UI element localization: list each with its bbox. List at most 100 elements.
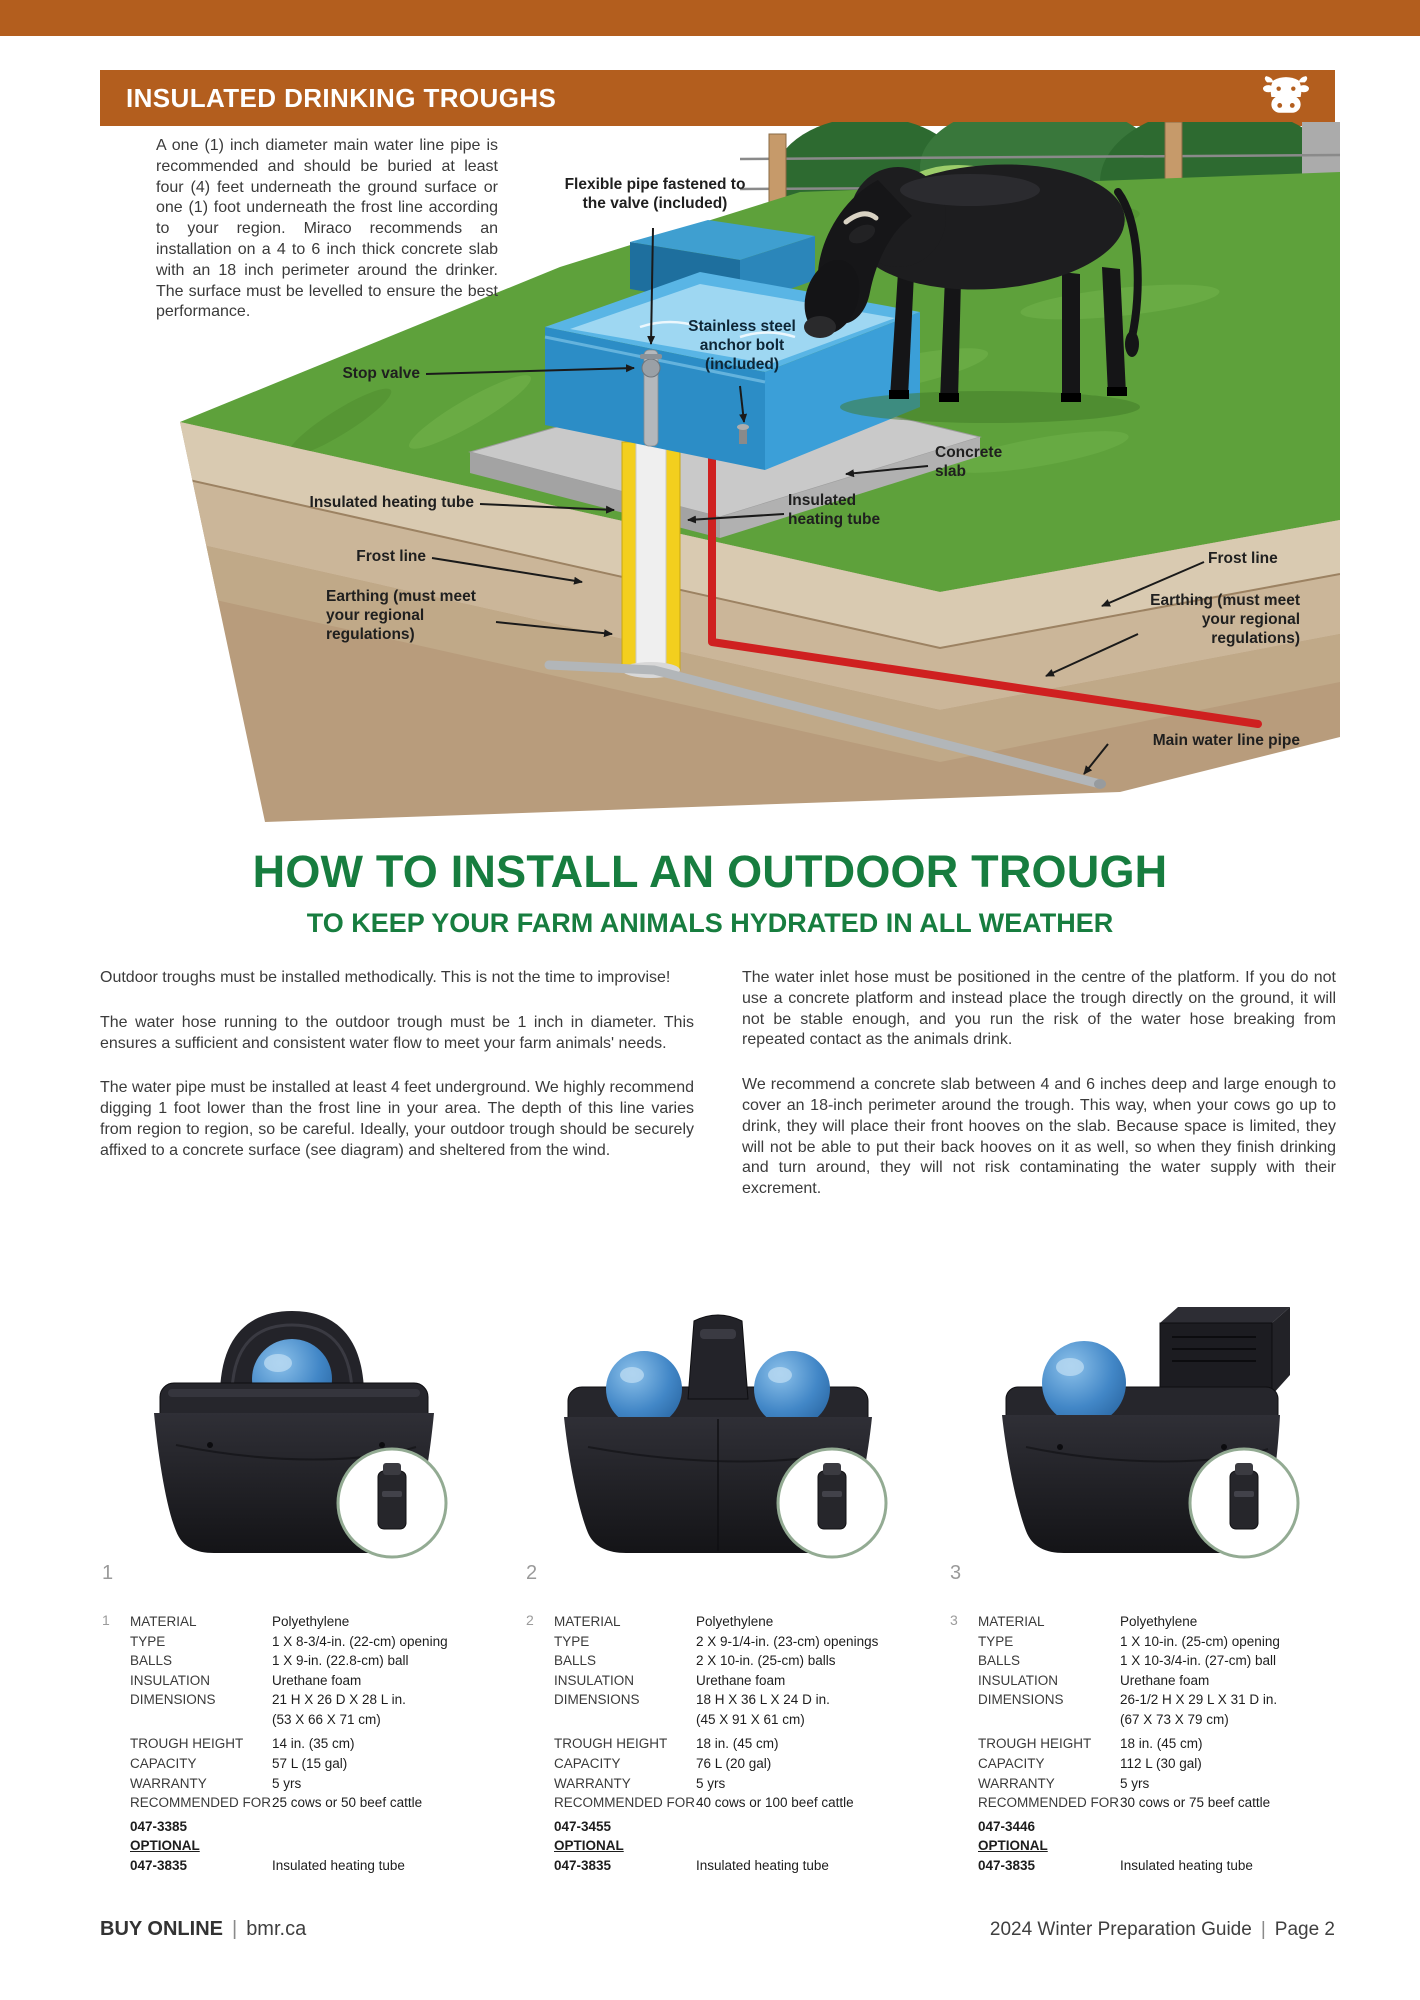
label-heating-tube-left: Insulated heating tube — [309, 494, 474, 511]
paragraph: We recommend a concrete slab between 4 a… — [742, 1076, 1336, 1198]
spec-label: CAPACITY — [130, 1755, 197, 1771]
label-earthing-left: Earthing (must meet your regional regula… — [326, 588, 476, 643]
main-water-line-pipe — [544, 660, 1106, 789]
spec-value: 21 H X 26 D X 28 L in. (53 X 66 X 71 cm) — [272, 1692, 406, 1727]
label-flexible-pipe: Flexible pipe fastened to the valve (inc… — [564, 176, 746, 212]
optional-sku-row: 047-3835 Insulated heating tube — [554, 1856, 911, 1876]
label-stop-valve: Stop valve — [342, 365, 420, 382]
optional-row: OPTIONAL — [554, 1836, 911, 1856]
footer-separator: | — [231, 1918, 238, 1940]
sku-row: 047-3385 — [130, 1817, 487, 1837]
spec-value: 2 X 10-in. (25-cm) balls — [696, 1653, 836, 1669]
table-number: 3 — [950, 1612, 958, 1628]
heating-tube-inset — [336, 1447, 447, 1559]
spec-label: CAPACITY — [554, 1755, 621, 1771]
spec-label: BALLS — [978, 1653, 1021, 1669]
spec-value: 1 X 8-3/4-in. (22-cm) opening — [272, 1633, 448, 1649]
spec-row: CAPACITY 76 L (20 gal) — [554, 1754, 911, 1774]
spec-value: Polyethylene — [1120, 1614, 1198, 1629]
spec-row: INSULATION Urethane foam — [554, 1671, 911, 1691]
section-title: HOW TO INSTALL AN OUTDOOR TROUGH — [252, 846, 1168, 897]
spec-label: TROUGH HEIGHT — [130, 1736, 244, 1752]
spec-value: 25 cows or 50 beef cattle — [272, 1795, 423, 1811]
spec-label: WARRANTY — [130, 1775, 207, 1791]
spec-label: INSULATION — [554, 1672, 635, 1688]
spec-value: 1 X 10-in. (25-cm) opening — [1120, 1633, 1280, 1649]
product-1-image — [124, 1295, 464, 1565]
installation-illustration — [180, 122, 1340, 822]
product-2: 2 — [524, 1295, 911, 1585]
spec-label: RECOMMENDED FOR — [978, 1795, 1119, 1811]
paragraph: Outdoor troughs must be installed method… — [100, 969, 671, 986]
spec-label: TYPE — [130, 1633, 166, 1649]
spec-label: DIMENSIONS — [130, 1692, 216, 1708]
spec-label: CAPACITY — [978, 1755, 1045, 1771]
page-title: INSULATED DRINKING TROUGHS — [126, 82, 557, 113]
spec-label: TYPE — [554, 1633, 590, 1649]
spec-value: 18 H X 36 L X 24 D in. (45 X 91 X 61 cm) — [696, 1692, 830, 1727]
spec-value: 1 X 10-3/4-in. (27-cm) ball — [1120, 1653, 1277, 1669]
label-frost-line-left: Frost line — [356, 548, 426, 565]
spec-label: MATERIAL — [554, 1614, 621, 1629]
spec-value: 76 L (20 gal) — [696, 1755, 772, 1771]
sku-row: 047-3455 — [554, 1817, 911, 1837]
spec-row: BALLS 1 X 10-3/4-in. (27-cm) ball — [978, 1651, 1335, 1671]
label-frost-line-right: Frost line — [1208, 550, 1278, 567]
label-arrows — [425, 227, 1205, 775]
spec-label: RECOMMENDED FOR — [554, 1795, 695, 1811]
guide-title: 2024 Winter Preparation Guide — [989, 1919, 1252, 1940]
footer-right: 2024 Winter Preparation Guide | Page 2 — [990, 1919, 1335, 1941]
spec-value: 5 yrs — [1120, 1775, 1150, 1791]
footer-separator: | — [1260, 1919, 1266, 1940]
spec-value: Polyethylene — [272, 1614, 350, 1629]
buy-online-label: BUY ONLINE — [100, 1918, 223, 1940]
spec-label: DIMENSIONS — [978, 1692, 1064, 1708]
spec-row: BALLS 2 X 10-in. (25-cm) balls — [554, 1651, 911, 1671]
spec-label: INSULATION — [130, 1672, 211, 1688]
product-2-number: 2 — [526, 1562, 538, 1584]
product-sku: 047-3446 — [978, 1818, 1036, 1834]
spec-label: TYPE — [978, 1633, 1014, 1649]
page-number: Page 2 — [1274, 1919, 1335, 1940]
spec-label: MATERIAL — [130, 1614, 197, 1629]
heating-tube-inset — [776, 1447, 887, 1559]
spec-label: BALLS — [554, 1653, 597, 1669]
product-3: 3 — [948, 1295, 1335, 1585]
optional-sku: 047-3835 — [978, 1857, 1036, 1873]
spec-row: TYPE 1 X 10-in. (25-cm) opening — [978, 1632, 1335, 1652]
spec-value: Urethane foam — [696, 1672, 786, 1688]
spec-label: RECOMMENDED FOR — [130, 1795, 271, 1811]
product-sku: 047-3455 — [554, 1818, 612, 1834]
optional-row: OPTIONAL — [978, 1836, 1335, 1856]
optional-heading: OPTIONAL — [554, 1838, 624, 1854]
installation-diagram: A one (1) inch diameter main water line … — [40, 122, 1340, 828]
stop-valve-and-flexible-pipe — [640, 349, 662, 447]
product-1-number: 1 — [102, 1562, 114, 1584]
sku-row: 047-3446 — [978, 1817, 1335, 1837]
footer-left: BUY ONLINE|bmr.ca — [100, 1918, 306, 1941]
spec-value: Urethane foam — [1120, 1672, 1210, 1688]
paragraph: The water hose running to the outdoor tr… — [100, 1013, 694, 1052]
left-column: Outdoor troughs must be installed method… — [100, 968, 694, 1224]
spec-value: 18 in. (45 cm) — [696, 1736, 779, 1752]
optional-sku: 047-3835 — [130, 1857, 188, 1873]
section-subtitle: TO KEEP YOUR FARM ANIMALS HYDRATED IN AL… — [306, 908, 1114, 938]
spec-value: 5 yrs — [696, 1775, 726, 1791]
heating-cable — [708, 438, 1262, 728]
optional-value: Insulated heating tube — [696, 1857, 829, 1873]
table-number: 1 — [102, 1612, 110, 1628]
